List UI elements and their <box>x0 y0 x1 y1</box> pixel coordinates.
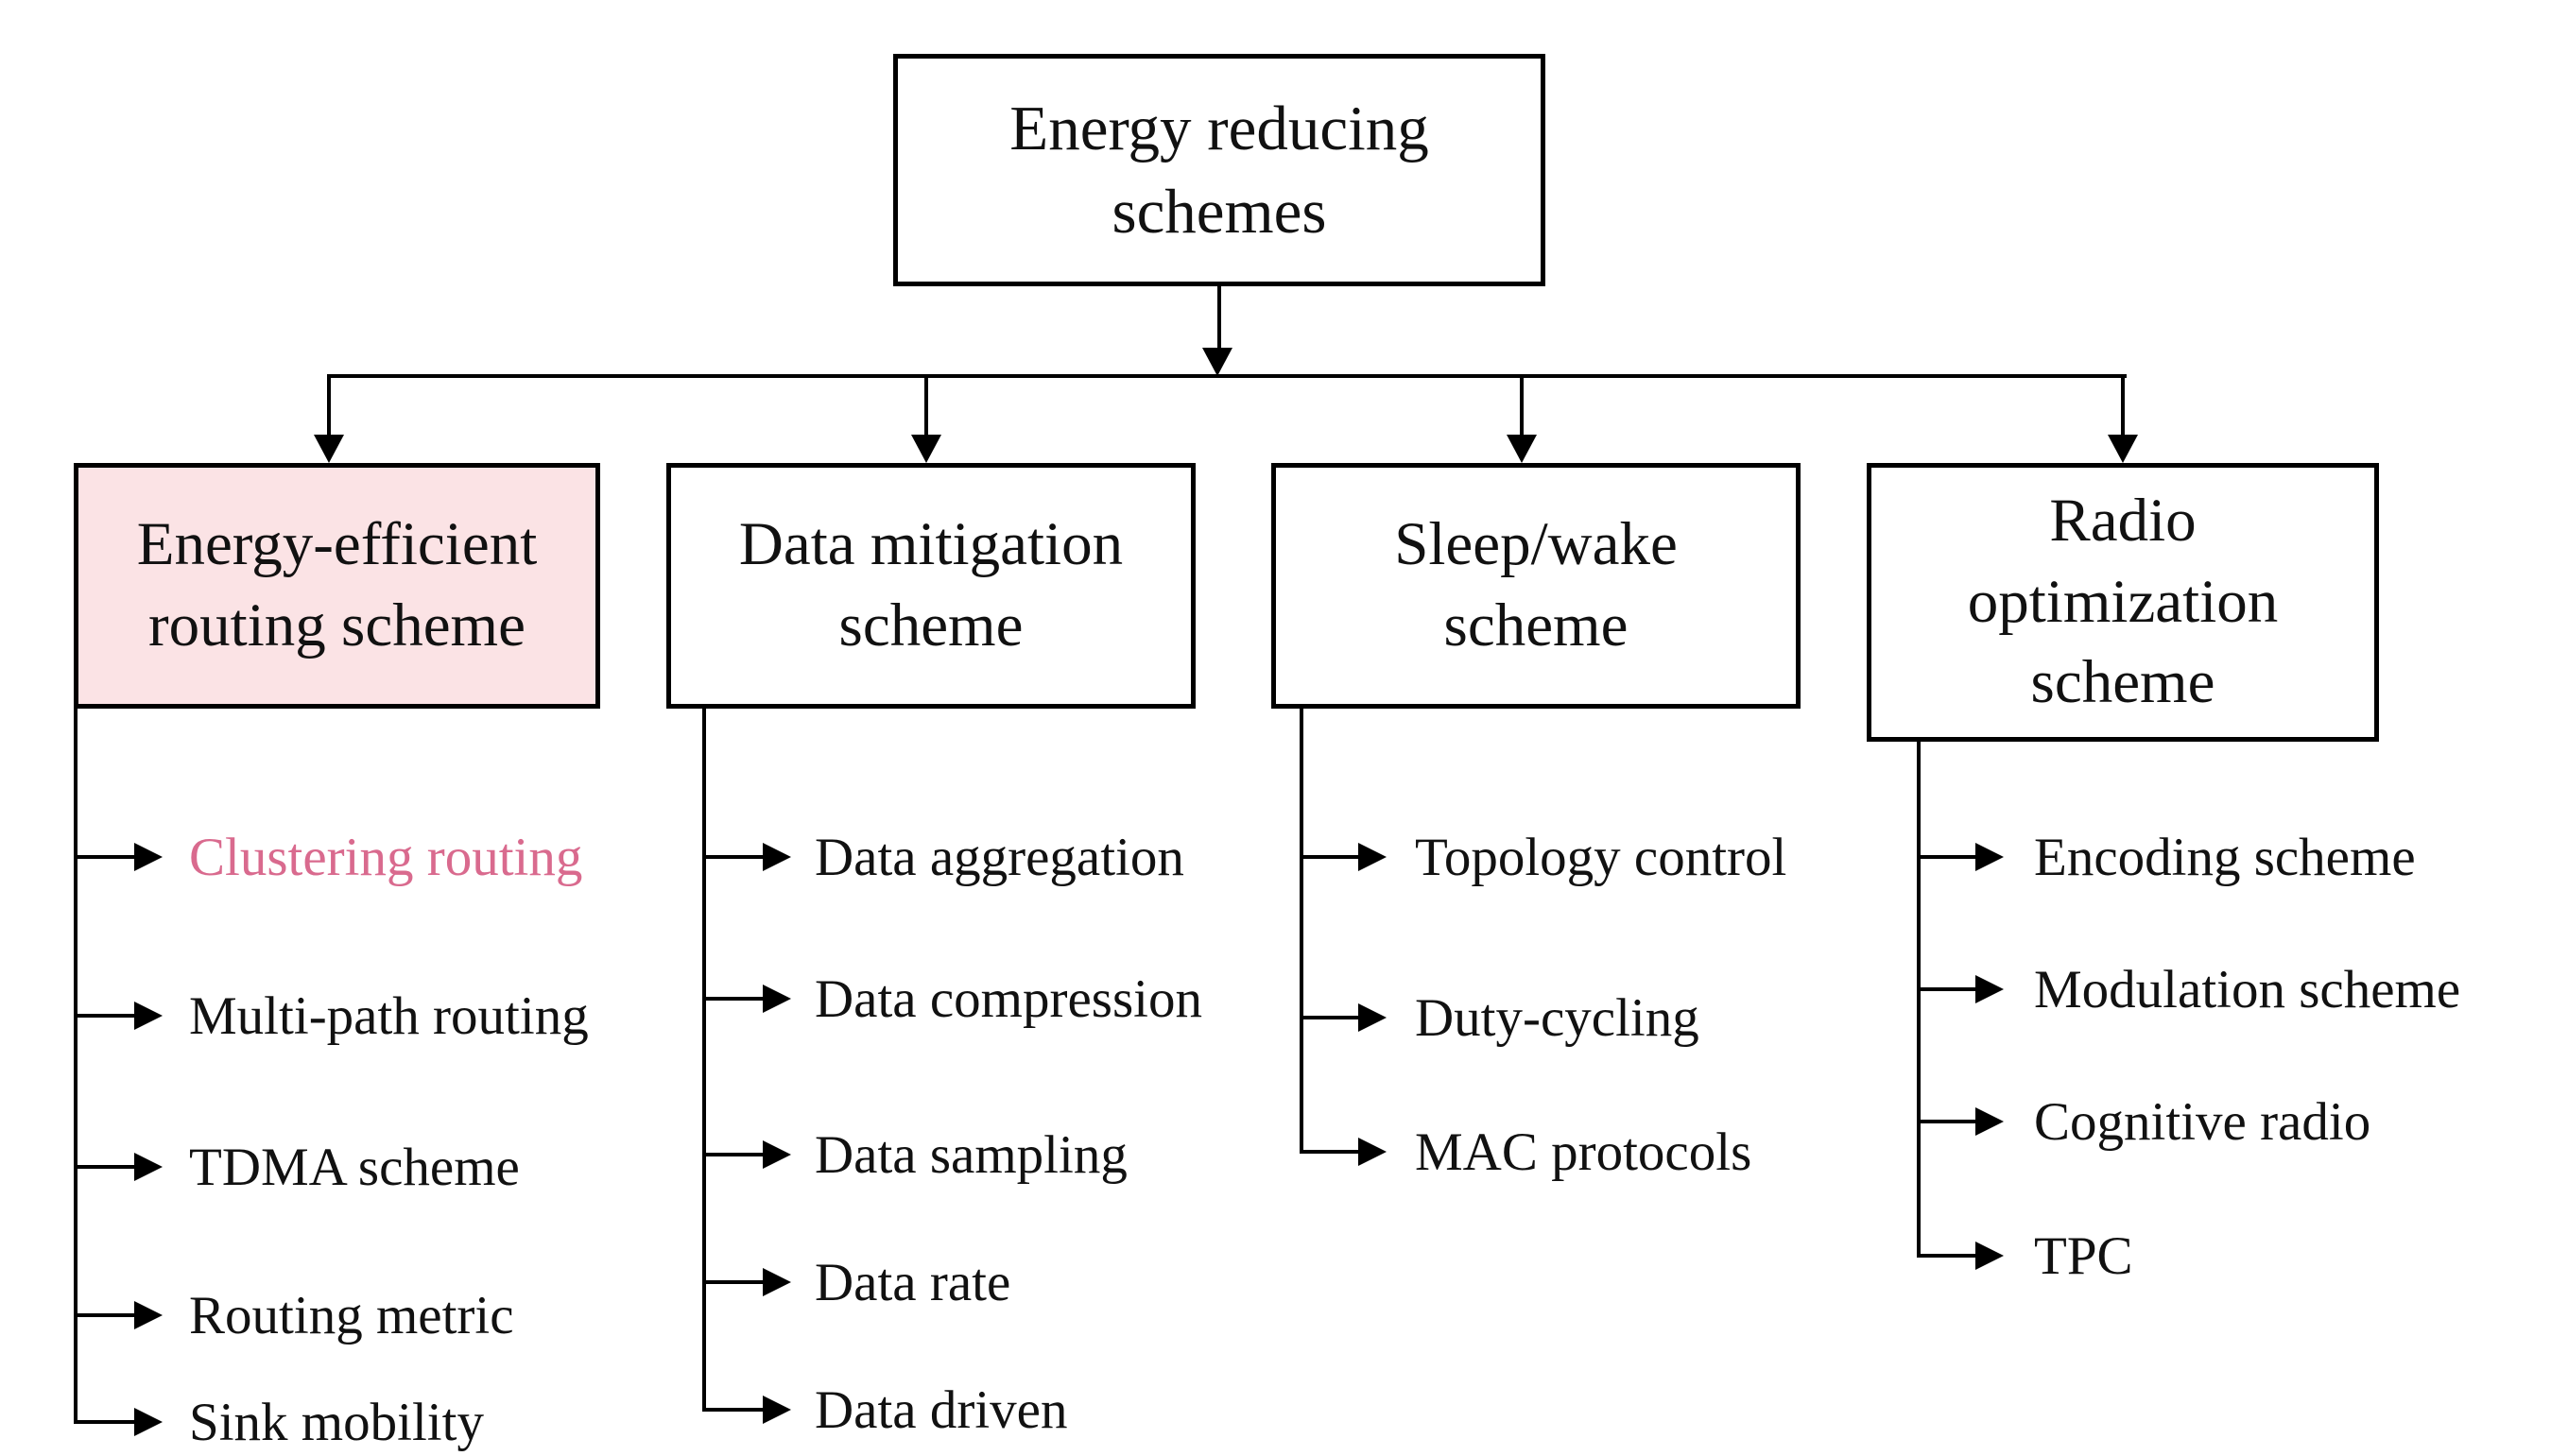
arrowhead-right-icon <box>1975 1242 2004 1270</box>
connector-twig <box>1300 1016 1358 1019</box>
arrowhead-right-icon <box>134 1002 163 1030</box>
arrowhead-down-branch-1-icon <box>314 435 344 463</box>
arrowhead-right-icon <box>1975 975 2004 1003</box>
connector-twig <box>702 1153 763 1156</box>
connector-twig <box>74 1014 134 1018</box>
leaf-mac-protocols: MAC protocols <box>1415 1122 1752 1182</box>
arrowhead-right-icon <box>1358 843 1387 871</box>
leaf-data-compression: Data compression <box>815 968 1202 1029</box>
arrowhead-right-icon <box>1358 1003 1387 1032</box>
connector-twig <box>702 855 763 859</box>
branch-node-label: Data mitigation scheme <box>738 510 1124 659</box>
connector-spine-branch-4 <box>1917 742 1921 1258</box>
leaf-data-sampling: Data sampling <box>815 1124 1128 1185</box>
arrowhead-down-branch-2-icon <box>911 435 941 463</box>
branch-node-data-mitigation-scheme: Data mitigation scheme <box>666 463 1196 709</box>
connector-twig <box>702 1280 763 1284</box>
leaf-tpc: TPC <box>2034 1225 2133 1286</box>
connector-horizontal-bus <box>327 374 2127 378</box>
arrowhead-down-root-icon <box>1202 348 1232 376</box>
connector-twig <box>1917 987 1975 991</box>
leaf-encoding-scheme: Encoding scheme <box>2034 827 2416 887</box>
leaf-routing-metric: Routing metric <box>189 1285 514 1345</box>
arrowhead-right-icon <box>763 1140 791 1169</box>
arrowhead-right-icon <box>763 843 791 871</box>
leaf-cognitive-radio: Cognitive radio <box>2034 1091 2371 1152</box>
arrowhead-right-icon <box>763 1396 791 1424</box>
connector-drop-branch-3 <box>1520 376 1524 437</box>
connector-drop-branch-2 <box>924 376 928 437</box>
root-node-energy-reducing-schemes: Energy reducing schemes <box>893 54 1545 286</box>
connector-twig <box>74 855 134 859</box>
connector-twig <box>1917 855 1975 859</box>
leaf-multi-path-routing: Multi-path routing <box>189 985 589 1046</box>
arrowhead-right-icon <box>1975 843 2004 871</box>
connector-spine-branch-1 <box>74 709 78 1424</box>
arrowhead-right-icon <box>134 1301 163 1329</box>
connector-drop-branch-1 <box>327 376 331 437</box>
leaf-sink-mobility: Sink mobility <box>189 1392 484 1452</box>
branch-node-label: Energy-efficient routing scheme <box>136 510 538 659</box>
root-node-label: Energy reducing schemes <box>1009 93 1429 247</box>
arrowhead-right-icon <box>1975 1107 2004 1136</box>
arrowhead-down-branch-4-icon <box>2108 435 2138 463</box>
arrowhead-right-icon <box>763 1268 791 1296</box>
connector-twig <box>702 997 763 1001</box>
leaf-data-rate: Data rate <box>815 1252 1011 1312</box>
arrowhead-right-icon <box>1358 1138 1387 1166</box>
leaf-tdma-scheme: TDMA scheme <box>189 1137 520 1197</box>
leaf-duty-cycling: Duty-cycling <box>1415 987 1699 1048</box>
arrowhead-right-icon <box>134 1408 163 1436</box>
branch-node-energy-efficient-routing-scheme: Energy-efficient routing scheme <box>74 463 600 709</box>
branch-node-label: Radio optimization scheme <box>1967 486 2279 717</box>
arrowhead-down-branch-3-icon <box>1507 435 1537 463</box>
connector-twig <box>1917 1120 1975 1123</box>
leaf-modulation-scheme: Modulation scheme <box>2034 959 2461 1019</box>
connector-twig <box>702 1408 763 1412</box>
leaf-data-aggregation: Data aggregation <box>815 827 1184 887</box>
connector-twig <box>74 1165 134 1169</box>
connector-spine-branch-3 <box>1300 709 1303 1154</box>
connector-twig <box>74 1420 134 1424</box>
arrowhead-right-icon <box>134 843 163 871</box>
branch-node-sleep-wake-scheme: Sleep/wake scheme <box>1271 463 1801 709</box>
connector-twig <box>74 1313 134 1317</box>
leaf-data-driven: Data driven <box>815 1379 1068 1440</box>
arrowhead-right-icon <box>134 1153 163 1181</box>
connector-drop-branch-4 <box>2121 376 2125 437</box>
leaf-topology-control: Topology control <box>1415 827 1787 887</box>
branch-node-radio-optimization-scheme: Radio optimization scheme <box>1867 463 2379 742</box>
connector-twig <box>1917 1254 1975 1258</box>
connector-spine-branch-2 <box>702 709 706 1412</box>
connector-twig <box>1300 1150 1358 1154</box>
leaf-clustering-routing: Clustering routing <box>189 827 583 887</box>
branch-node-label: Sleep/wake scheme <box>1394 510 1678 659</box>
connector-root-stem <box>1217 286 1221 350</box>
arrowhead-right-icon <box>763 985 791 1013</box>
connector-twig <box>1300 855 1358 859</box>
